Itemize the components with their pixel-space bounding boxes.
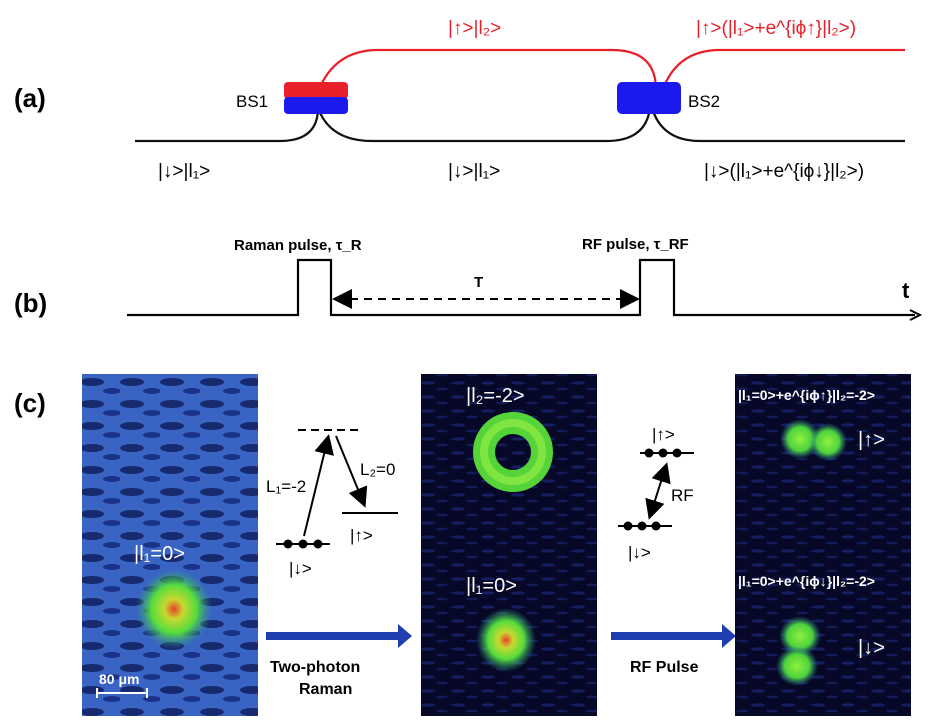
- panel-a-label: (a): [14, 83, 46, 113]
- raman-up-label: |↑>: [350, 526, 373, 545]
- image-initial: |l₁=0> 80 μm: [82, 374, 258, 716]
- cloud-initial: [136, 569, 212, 649]
- cloud-down-bottom: [776, 646, 818, 686]
- image3-top-spin: |↑>: [858, 429, 885, 451]
- image3-bottom-state: |l₁=0>+e^{iϕ↓}|l₂=-2>: [738, 573, 875, 589]
- image2-bottom-state: |l₁=0>: [466, 575, 517, 597]
- raman-level-diagram: L₁=-2 L₂=0 |↑> |↓>: [266, 429, 398, 578]
- arrow-two-photon-raman: Two-photon Raman: [266, 624, 412, 698]
- cloud-up-right: [809, 423, 847, 461]
- rf-level-diagram: |↑> RF |↓>: [618, 425, 694, 562]
- time-axis-arrow: [909, 309, 923, 321]
- panel-b-label: (b): [14, 288, 47, 318]
- image3-bottom-spin: |↓>: [858, 637, 885, 659]
- raman-pulse-label: Raman pulse, τ_R: [234, 237, 362, 254]
- arrow1-label-2: Raman: [299, 681, 352, 698]
- time-axis-label: t: [902, 278, 910, 303]
- bs2: [617, 82, 681, 114]
- image-after-rf: |l₁=0>+e^{iϕ↑}|l₂=-2> |↑> |l₁=0>+e^{iϕ↓}…: [735, 374, 911, 716]
- panel-c-label: (c): [14, 388, 46, 418]
- arrow1-label-1: Two-photon: [270, 659, 360, 676]
- cloud-l1: [476, 608, 536, 672]
- upper-path: [316, 48, 658, 93]
- rf-up-label: |↑>: [652, 425, 675, 444]
- state-upper-mid: |↑>|l₂>: [448, 18, 501, 39]
- state-lower-out: |↓>(|l₁>+e^{iϕ↓}|l₂>): [704, 161, 864, 182]
- arrow2-label: RF Pulse: [630, 659, 699, 676]
- lower-path: [316, 107, 652, 143]
- image2-top-state: |l₂=-2>: [466, 385, 525, 407]
- raman-down-label: |↓>: [289, 559, 312, 578]
- l1-label: L₁=-2: [266, 477, 306, 496]
- rf-down-label: |↓>: [628, 543, 651, 562]
- cloud-up-left: [780, 419, 820, 459]
- arrow-rf-pulse: RF Pulse: [611, 624, 736, 676]
- state-lower-mid: |↓>|l₁>: [448, 161, 500, 182]
- input-path: [135, 107, 320, 143]
- rf-label: RF: [671, 486, 694, 505]
- lower-output-path: [650, 107, 905, 143]
- l2-label: L₂=0: [360, 460, 395, 479]
- scale-bar-label: 80 μm: [99, 671, 139, 687]
- pulse-sequence: [127, 258, 915, 317]
- image3-top-state: |l₁=0>+e^{iϕ↑}|l₂=-2>: [738, 387, 875, 403]
- image-after-raman: |l₂=-2> |l₁=0>: [421, 374, 597, 716]
- bs1-blue: [284, 97, 348, 114]
- rf-pulse-label: RF pulse, τ_RF: [582, 236, 689, 253]
- upper-output-path: [660, 48, 905, 93]
- bs1-red: [284, 82, 348, 99]
- state-upper-out: |↑>(|l₁>+e^{iϕ↑}|l₂>): [696, 18, 856, 39]
- bs2-label: BS2: [688, 92, 720, 111]
- interval-label: T: [474, 274, 483, 291]
- image1-state: |l₁=0>: [134, 543, 185, 565]
- cloud-down-top: [779, 616, 821, 656]
- bs1-label: BS1: [236, 92, 268, 111]
- state-input: |↓>|l₁>: [158, 161, 210, 182]
